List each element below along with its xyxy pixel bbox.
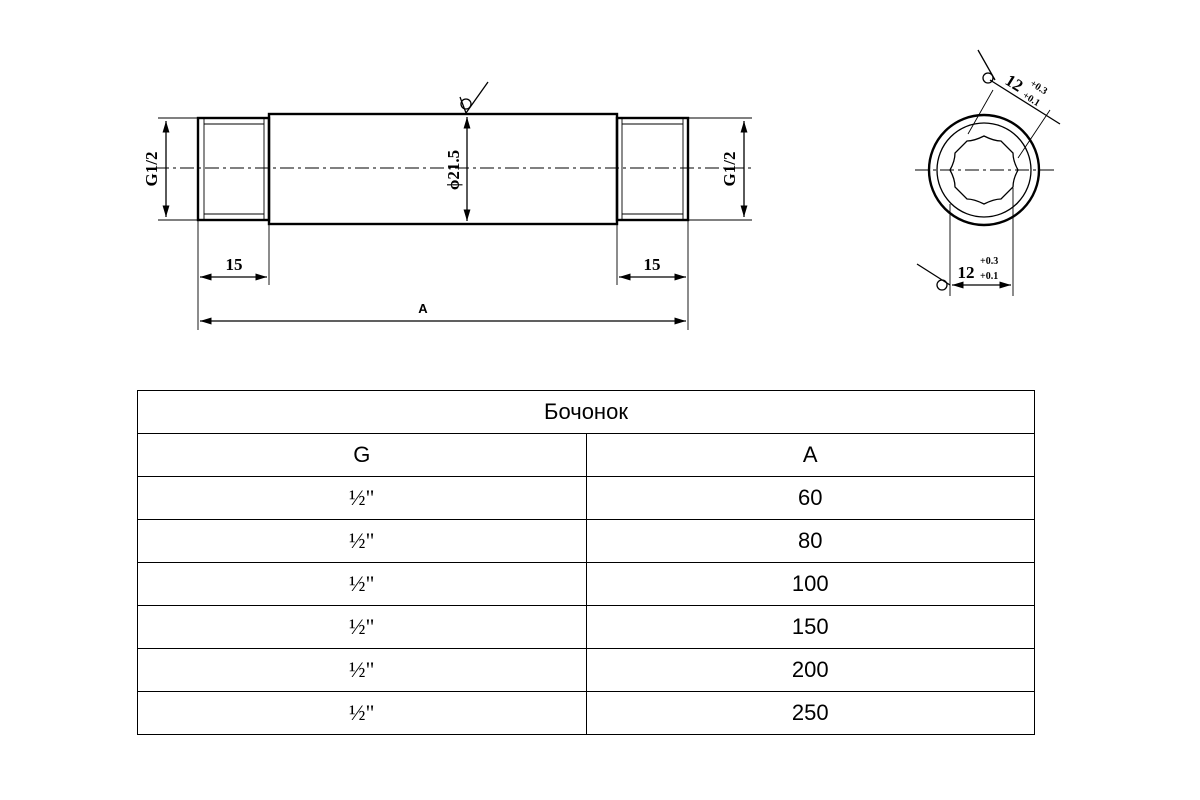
cell-g: ½" (137, 519, 587, 563)
cell-a: 150 (585, 605, 1035, 649)
cell-a: 250 (585, 691, 1035, 735)
diameter-label: ϕ21.5 (444, 150, 463, 190)
cell-g: ½" (137, 691, 587, 735)
overall-length-label: A (418, 301, 428, 316)
left-length-label: 15 (226, 255, 243, 274)
right-thread-section (615, 116, 690, 222)
top-wrench-size: 12 (1002, 71, 1026, 96)
pipe-body (267, 112, 619, 226)
header-a: A (585, 433, 1035, 477)
table-title: Бочонок (137, 390, 1035, 434)
bottom-tol-upper: +0.3 (980, 256, 998, 267)
table-row: ½" 200 (137, 648, 1035, 692)
table-header-row: G A (137, 433, 1035, 477)
end-view: 12 +0.3 +0.1 12 +0.3 +0.1 (915, 49, 1061, 296)
table-row: ½" 250 (137, 691, 1035, 735)
spec-table: Бочонок G A ½" 60 ½" 80 ½" 100 ½" 150 ½"… (137, 390, 1035, 735)
right-length-label: 15 (644, 255, 661, 274)
cell-g: ½" (137, 562, 587, 606)
cell-g: ½" (137, 476, 587, 520)
cell-a: 100 (585, 562, 1035, 606)
surface-finish-symbol (459, 81, 489, 114)
cell-a: 200 (585, 648, 1035, 692)
top-surface-symbol (977, 49, 996, 84)
table-row: ½" 150 (137, 605, 1035, 649)
header-g: G (137, 433, 587, 477)
side-view: G1/2 G1/2 ϕ21.5 15 15 A (142, 81, 755, 330)
table-row: ½" 100 (137, 562, 1035, 606)
right-thread-label: G1/2 (720, 152, 739, 187)
bottom-surface-symbol (916, 263, 951, 291)
left-thread-section (196, 116, 271, 222)
table-row: ½" 80 (137, 519, 1035, 563)
technical-drawing: G1/2 G1/2 ϕ21.5 15 15 A (142, 49, 1061, 330)
table-title-row: Бочонок (137, 390, 1035, 434)
cell-a: 60 (585, 476, 1035, 520)
cell-g: ½" (137, 648, 587, 692)
socket-outline (949, 135, 1019, 205)
left-thread-label: G1/2 (142, 152, 161, 187)
cell-a: 80 (585, 519, 1035, 563)
bottom-wrench-size: 12 (958, 263, 975, 282)
cell-g: ½" (137, 605, 587, 649)
bottom-tol-lower: +0.1 (980, 271, 998, 282)
table-row: ½" 60 (137, 476, 1035, 520)
